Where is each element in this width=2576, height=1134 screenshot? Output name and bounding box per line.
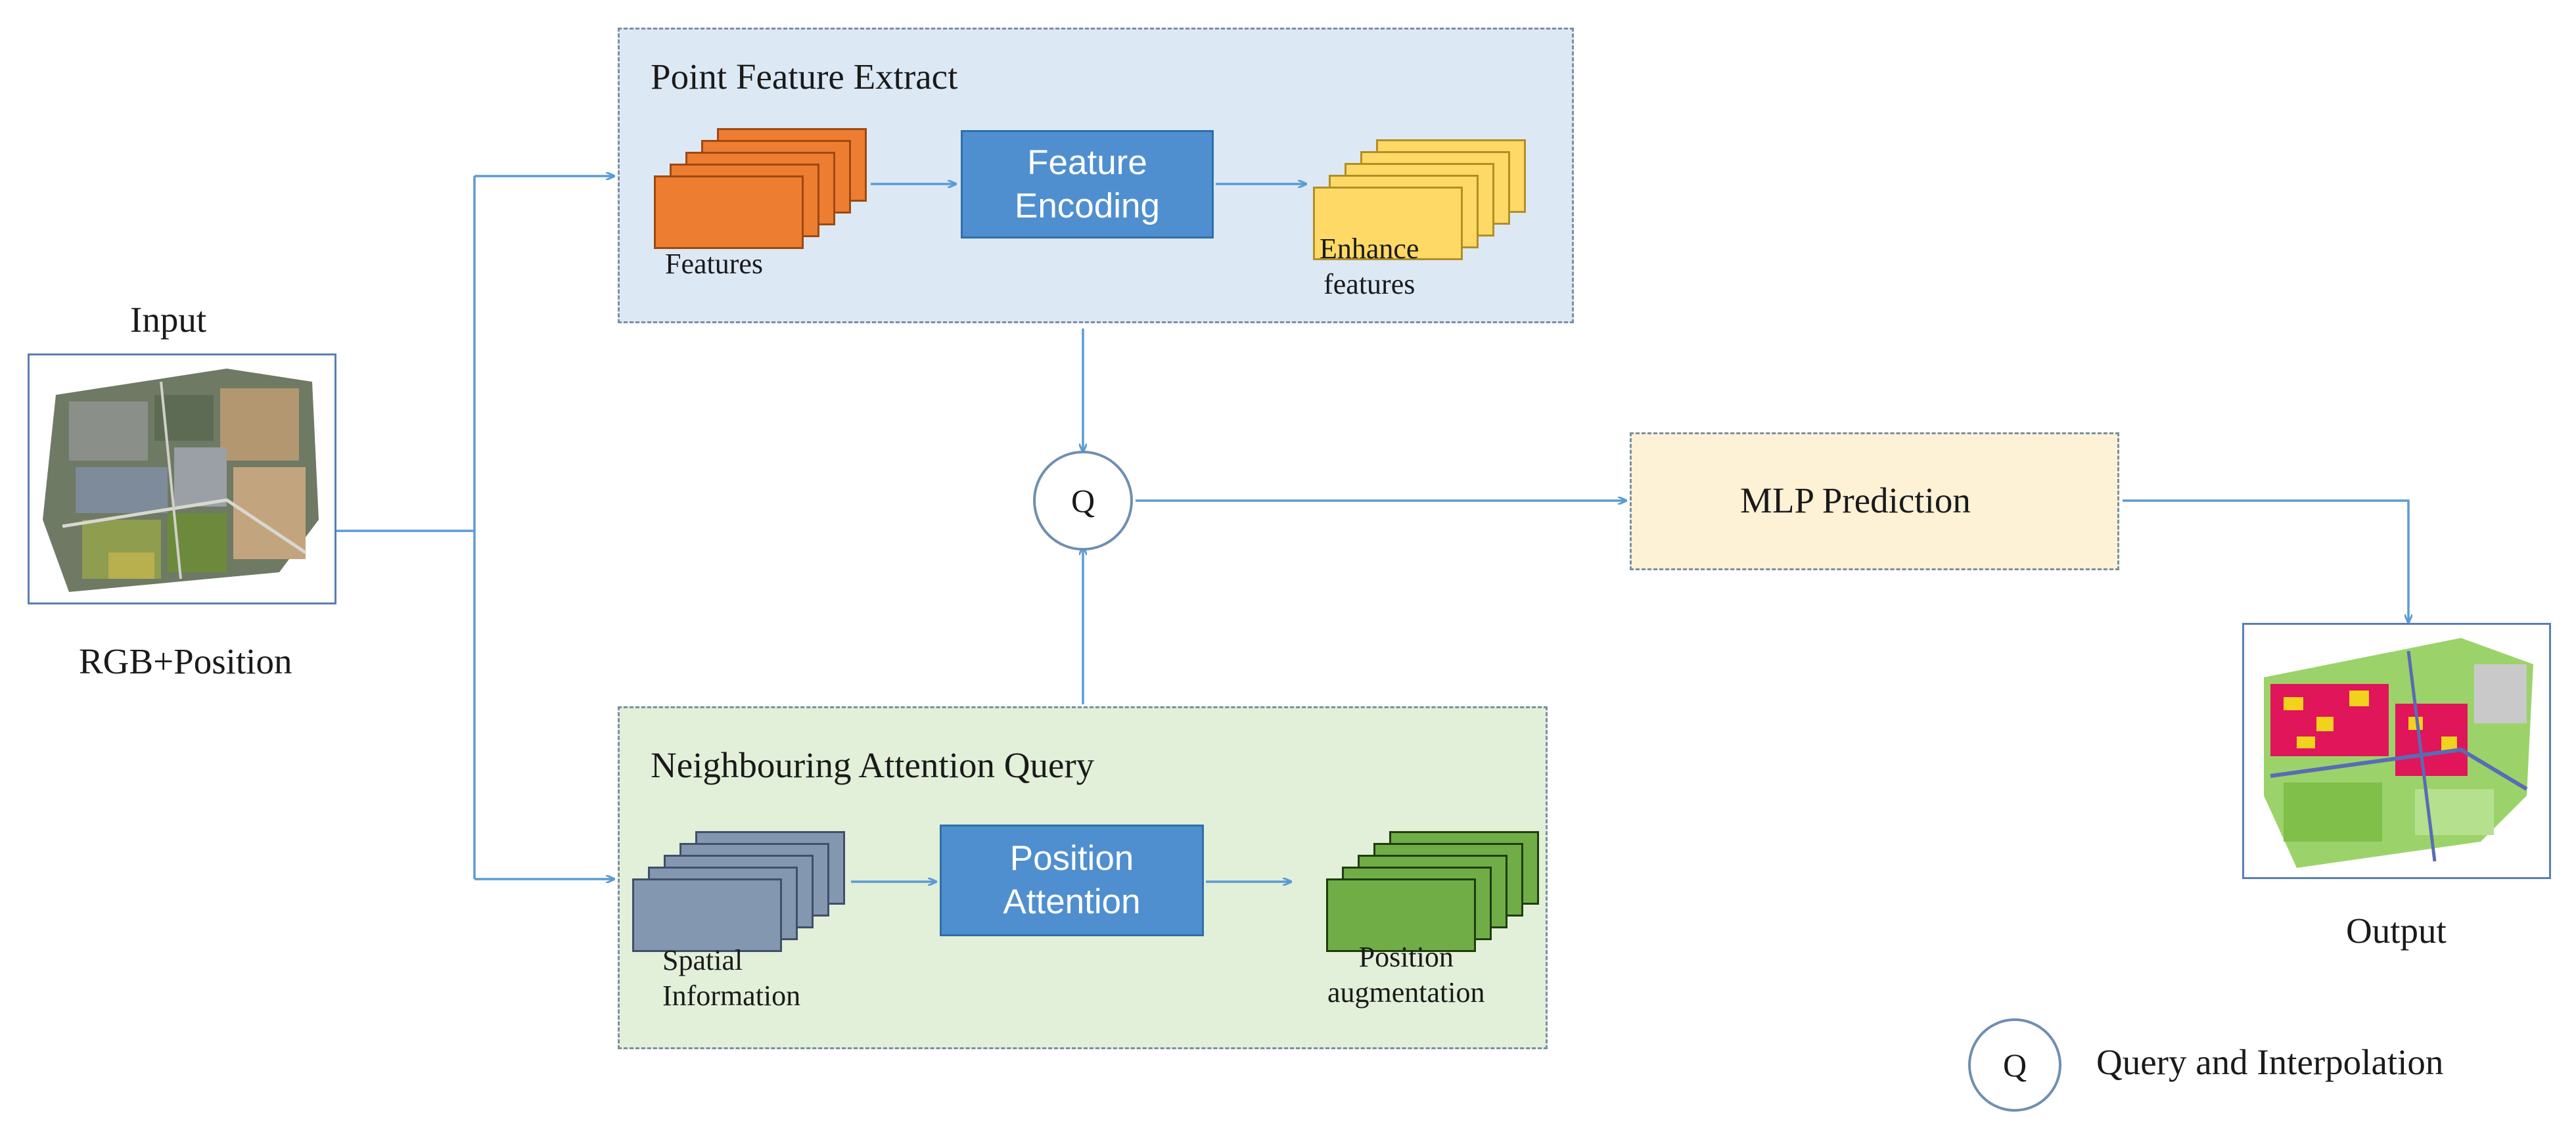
position-augmentation-label: Position augmentation bbox=[1327, 940, 1485, 1010]
position-attention-line1: Position bbox=[1009, 839, 1134, 878]
output-segmentation-image bbox=[2242, 623, 2551, 879]
mlp-prediction-box bbox=[1630, 432, 2119, 570]
position-attention-line2: Attention bbox=[1003, 882, 1141, 921]
features-label: Features bbox=[665, 248, 764, 280]
input-caption: RGB+Position bbox=[79, 641, 292, 681]
legend-query-symbol: Q bbox=[1968, 1018, 2061, 1112]
position-attention-block: Position Attention bbox=[940, 825, 1204, 936]
enhance-features-label: Enhance features bbox=[1320, 231, 1419, 302]
output-caption: Output bbox=[2346, 911, 2447, 951]
arrow-mlp-to-output bbox=[2123, 499, 2408, 623]
spatial-line2: Information bbox=[662, 980, 801, 1012]
attention-panel-title: Neighbouring Attention Query bbox=[651, 745, 1095, 785]
input-aerial-image bbox=[28, 353, 336, 604]
spatial-information-label: Spatial Information bbox=[662, 943, 800, 1014]
feature-encoding-line2: Encoding bbox=[1014, 186, 1160, 225]
spatial-line1: Spatial bbox=[662, 944, 743, 976]
augment-line1: Position bbox=[1358, 941, 1454, 973]
enhance-line2: features bbox=[1323, 268, 1415, 300]
query-symbol: Q bbox=[1070, 482, 1095, 519]
mlp-prediction-label: MLP Prediction bbox=[1740, 480, 1971, 520]
input-title: Input bbox=[130, 300, 207, 340]
legend-symbol-text: Q bbox=[2002, 1047, 2027, 1083]
feature-encoding-block: Feature Encoding bbox=[961, 130, 1214, 238]
enhance-line1: Enhance bbox=[1320, 233, 1419, 265]
legend-text: Query and Interpolation bbox=[2096, 1042, 2444, 1082]
feature-panel-title: Point Feature Extract bbox=[651, 57, 958, 97]
augment-line2: augmentation bbox=[1327, 976, 1485, 1009]
query-node: Q bbox=[1033, 451, 1133, 551]
feature-encoding-line1: Feature bbox=[1027, 143, 1147, 182]
